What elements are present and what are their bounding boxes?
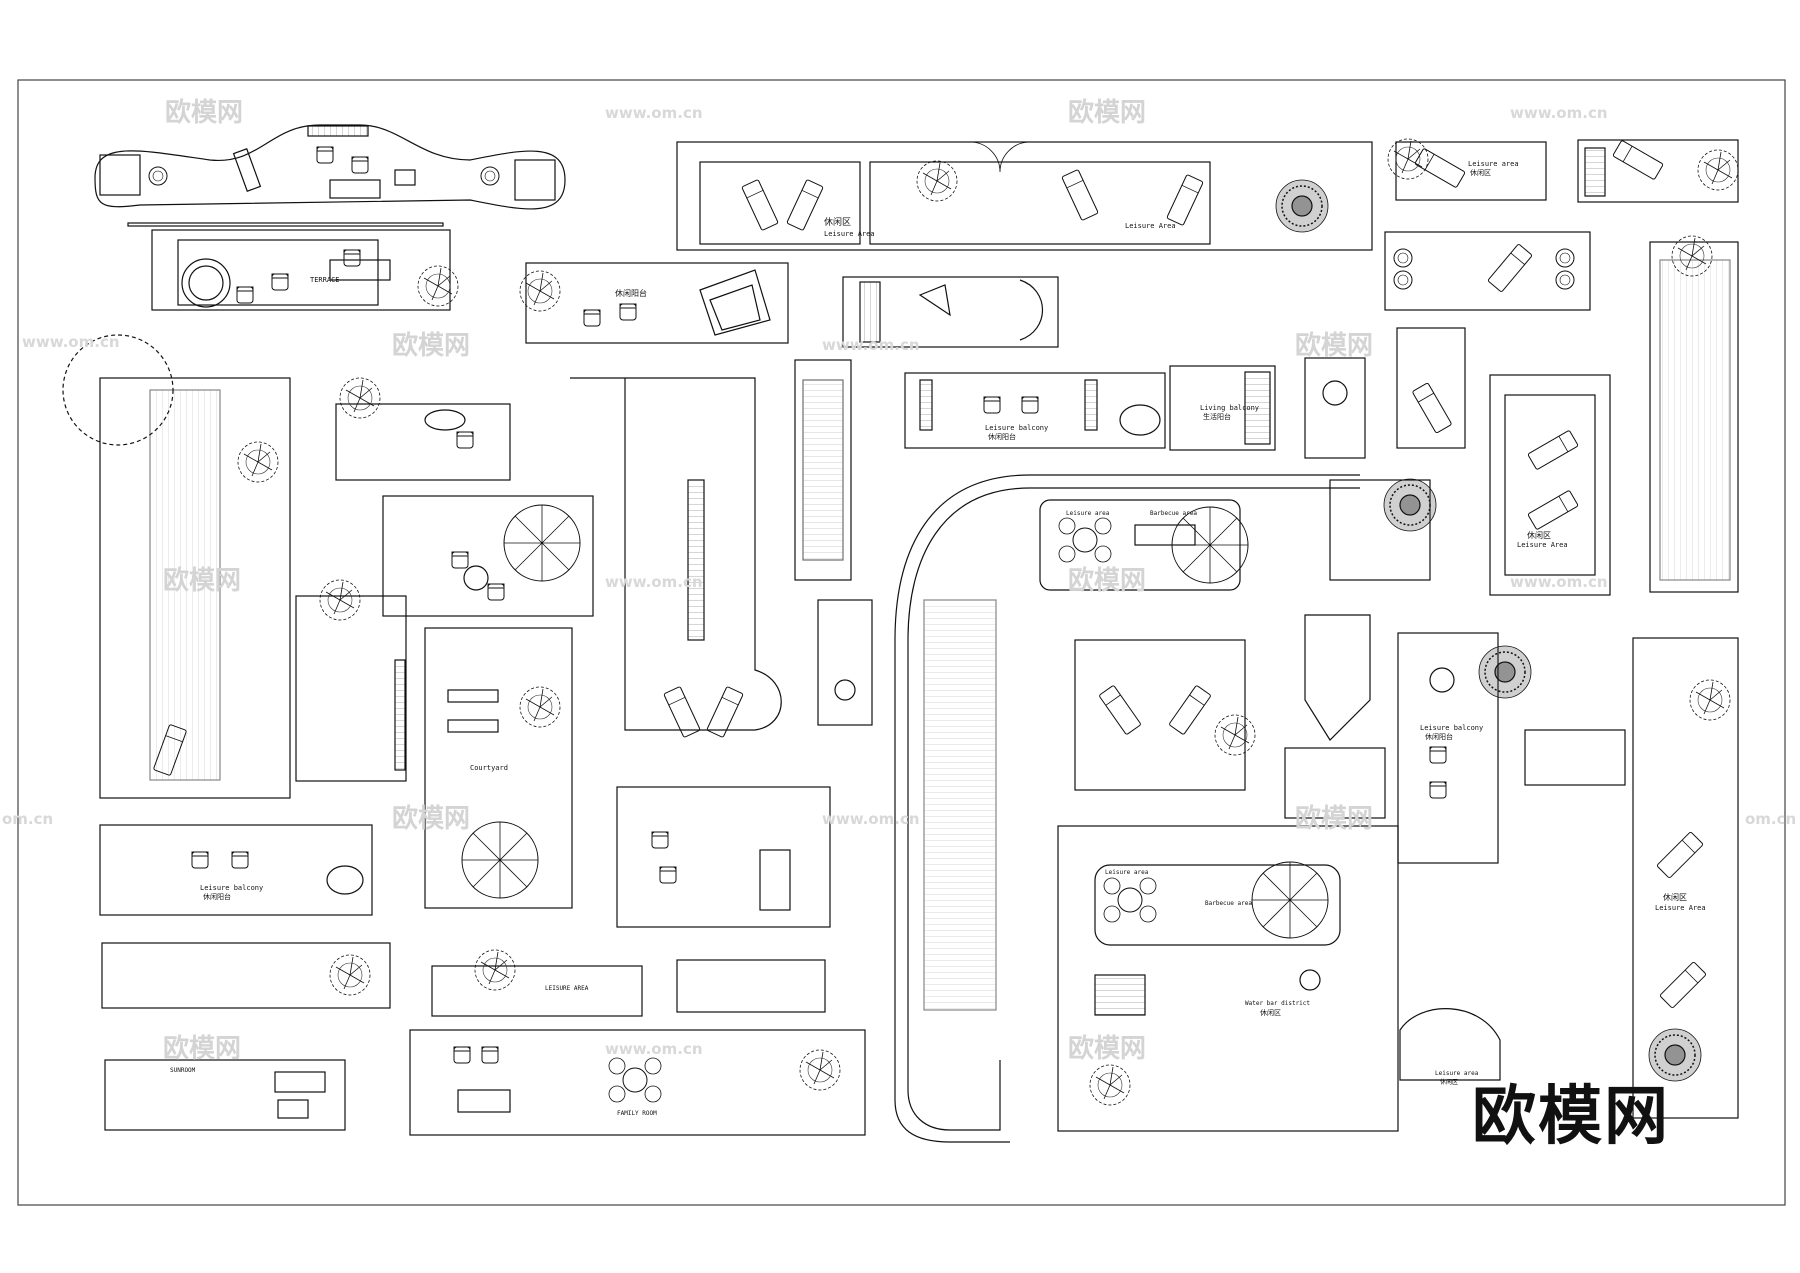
watermark-url-8: www.om.cn	[822, 810, 920, 828]
plan-garden-umbrella	[382, 495, 594, 617]
plan-large-curved	[894, 474, 1437, 1143]
watermark-brand-6: 欧模网	[1068, 566, 1147, 596]
plan-leisure-balcony-left	[99, 824, 373, 916]
plan-gym	[616, 786, 831, 928]
watermark-brand-10: 欧模网	[1068, 1034, 1147, 1064]
watermark-url-4: www.om.cn	[822, 336, 920, 354]
label-barbecue-area: Barbecue area	[1150, 510, 1197, 517]
label-leisure-balcony-cn-top: 休闲阳台	[615, 288, 647, 298]
label-living-balcony: Living balcony	[1200, 404, 1259, 412]
label-leisure-area-right-cn: 休闲区	[1527, 530, 1551, 540]
watermark-brand-8: 欧模网	[1295, 804, 1374, 834]
watermark-brand-9: 欧模网	[163, 1034, 242, 1064]
watermark-url-6: www.om.cn	[1510, 573, 1608, 591]
label-leisure-balcony-mid: Leisure balcony	[985, 424, 1048, 432]
label-leisure-area-1: Leisure Area	[824, 230, 875, 238]
watermark-brand-5: 欧模网	[163, 566, 242, 596]
watermark-brand-4: 欧模网	[1295, 331, 1374, 361]
watermark-url-3: www.om.cn	[22, 333, 120, 351]
plan-top-left-curved	[94, 124, 566, 210]
plan-small-top-right-b	[1577, 139, 1739, 203]
watermark-brand-7: 欧模网	[392, 804, 471, 834]
label-leisure-balcony-right-cn: 休闲阳台	[1425, 732, 1453, 741]
plan-long-bottom-left	[101, 942, 391, 1009]
plan-small-green	[1524, 729, 1626, 786]
plan-living-balcony	[1169, 365, 1276, 451]
label-leisure-area-top-right: Leisure area	[1468, 160, 1519, 168]
label-leisure-balcony-right: Leisure balcony	[1420, 724, 1483, 732]
label-courtyard: Courtyard	[470, 764, 508, 772]
label-leisure-area-far-right-cn: 休闲区	[1663, 892, 1687, 902]
label-terrace: TERRACE	[310, 276, 340, 284]
label-leisure-area-far-right: Leisure Area	[1655, 904, 1706, 912]
plan-courtyard	[424, 627, 573, 909]
watermark-url-9: om.cn	[1745, 810, 1797, 828]
plan-family-room	[409, 1029, 866, 1136]
plan-narrow-lounger	[1396, 327, 1466, 449]
watermark-brand-3: 欧模网	[392, 331, 471, 361]
plan-leisure-balcony-right	[1397, 632, 1532, 864]
plan-leisure-terrace-mid	[1074, 639, 1256, 791]
watermark-url-1: www.om.cn	[605, 104, 703, 122]
plan-narrow-center-2	[817, 599, 873, 726]
plan-l-shaped	[570, 377, 782, 739]
plan-lounge-top	[519, 262, 789, 344]
watermark-url-10: www.om.cn	[605, 1040, 703, 1058]
plan-leisure-area-top	[676, 141, 1373, 251]
plan-small-bottom-mid	[676, 959, 826, 1013]
label-leisure-area-bottom-right-cn: 休闲区	[1440, 1078, 1458, 1086]
watermark-url-2: www.om.cn	[1510, 104, 1608, 122]
label-leisure-balcony-left: Leisure balcony	[200, 884, 263, 892]
brand-logo: 欧模网	[1472, 1080, 1670, 1154]
label-living-balcony-cn: 生活阳台	[1203, 412, 1231, 421]
label-leisure-space: LEISURE AREA	[545, 985, 589, 992]
plan-tall-right-bottom	[1632, 637, 1739, 1119]
label-leisure-area-bbq: Leisure area	[1066, 510, 1110, 517]
label-leisure-area-2: Leisure Area	[1125, 222, 1176, 230]
plan-leisure-area-right	[1489, 374, 1611, 596]
plan-leisure-balcony-mid	[904, 372, 1166, 449]
label-water-bar: Water bar district	[1245, 1000, 1310, 1007]
label-leisure-balcony-mid-cn: 休闲阳台	[988, 432, 1016, 441]
label-barbecue-area-bottom: Barbecue area	[1205, 900, 1252, 907]
plan-small-round	[1304, 357, 1366, 459]
plan-terrace	[127, 222, 459, 311]
plan-tree-strip	[295, 579, 407, 782]
plan-pentagon	[1304, 614, 1371, 741]
plan-leisure-space	[431, 949, 643, 1017]
plan-tall-right-top	[1649, 235, 1739, 593]
watermark-brand-2: 欧模网	[1068, 98, 1147, 128]
plan-small-top-right-a	[1387, 138, 1547, 201]
watermark-url-5: www.om.cn	[605, 573, 703, 591]
label-leisure-area-bottom: Leisure area	[1105, 869, 1149, 876]
label-family-room: FAMILY ROOM	[617, 1110, 657, 1117]
label-leisure-balcony-left-cn: 休闲阳台	[203, 892, 231, 901]
label-leisure-area-bottom-right: Leisure area	[1435, 1070, 1479, 1077]
watermark-url-7: om.cn	[2, 810, 54, 828]
label-sunroom: SUNROOM	[170, 1067, 196, 1074]
plan-mid-dining	[842, 276, 1059, 348]
plan-narrow-center	[794, 359, 852, 581]
plan-bottom-bbq	[1057, 825, 1501, 1132]
label-leisure-area-cn-1: 休闲区	[824, 216, 851, 228]
plan-leisure-terrace	[335, 377, 511, 481]
plan-small-lounge	[1284, 747, 1386, 819]
plan-tall-left-garden	[62, 334, 291, 799]
label-leisure-area-right: Leisure Area	[1517, 541, 1568, 549]
label-water-bar-cn: 休闲区	[1260, 1008, 1281, 1017]
plan-sunroom	[104, 1059, 346, 1131]
plan-balcony-right	[1384, 231, 1591, 311]
label-leisure-area-top-right-cn: 休闲区	[1470, 168, 1491, 177]
watermark-brand-1: 欧模网	[165, 98, 244, 128]
